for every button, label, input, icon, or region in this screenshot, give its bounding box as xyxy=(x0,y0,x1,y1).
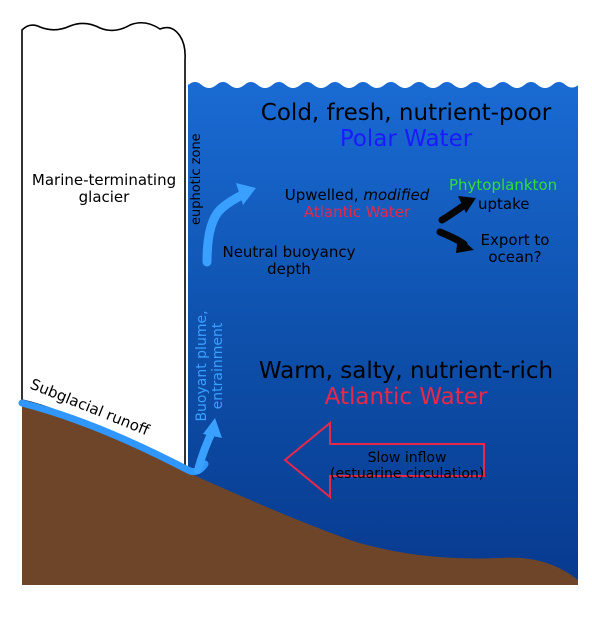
upwelled-word: Upwelled, xyxy=(284,186,364,204)
plume-line1: Buoyant plume, xyxy=(194,310,210,422)
neutral-buoyancy-line1: Neutral buoyancy xyxy=(222,243,356,261)
sea-surface xyxy=(187,80,579,88)
phytoplankton-label: Phytoplankton xyxy=(449,176,558,194)
inflow-arrow xyxy=(283,420,485,500)
glacier-label: Marine-terminating glacier xyxy=(22,171,186,207)
plume-label: Buoyant plume, entrainment xyxy=(194,304,226,428)
plume-arrow-upper-head xyxy=(236,183,256,205)
neutral-buoyancy-label: Neutral buoyancy depth xyxy=(214,243,364,279)
uptake-label: uptake xyxy=(478,195,530,213)
inflow-line1: Slow inflow xyxy=(367,450,447,466)
atlantic-water-desc: Warm, salty, nutrient-rich xyxy=(258,358,554,384)
polar-water-label: Cold, fresh, nutrient-poor Polar Water xyxy=(236,100,576,153)
glacier-label-line1: Marine-terminating xyxy=(31,171,177,189)
upwelled-line2: Atlantic Water xyxy=(303,203,411,222)
upwelled-modified: modified xyxy=(363,186,430,204)
polar-water-desc: Cold, fresh, nutrient-poor xyxy=(260,100,552,126)
euphotic-zone-label: euphotic zone xyxy=(189,133,204,225)
export-arrow-head xyxy=(456,236,474,253)
export-line2: ocean? xyxy=(488,248,542,267)
upwelled-line1: Upwelled, modified xyxy=(262,186,452,204)
export-label: Export to ocean? xyxy=(470,231,560,267)
plume-arrow-lower-head xyxy=(203,418,222,438)
neutral-buoyancy-line2: depth xyxy=(267,260,311,279)
glacier-label-line2: glacier xyxy=(78,188,130,207)
export-line1: Export to xyxy=(480,231,550,249)
plume-line2: entrainment xyxy=(210,322,227,410)
atlantic-water-label: Warm, salty, nutrient-rich Atlantic Wate… xyxy=(236,358,576,411)
inflow-label: Slow inflow (estuarine circulation) xyxy=(330,450,484,482)
polar-water-name: Polar Water xyxy=(339,126,473,153)
atlantic-water-name: Atlantic Water xyxy=(324,384,488,411)
uptake-arrow-head xyxy=(458,196,476,213)
plume-arrow-upper xyxy=(202,189,249,267)
upwelled-label: Upwelled, modified Atlantic Water xyxy=(262,186,452,222)
inflow-line2: (estuarine circulation) xyxy=(330,466,485,483)
seabed xyxy=(22,400,578,585)
